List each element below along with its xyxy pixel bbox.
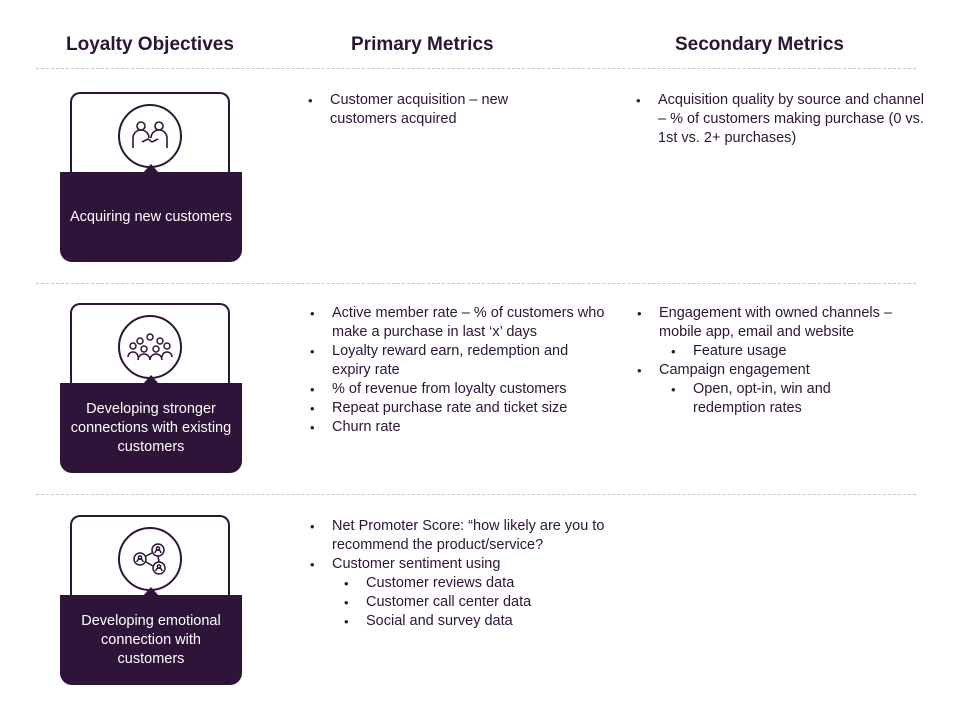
- metric-item: Active member rate – % of customers who …: [310, 304, 610, 342]
- secondary-metrics-list: Engagement with owned channels – mobile …: [637, 304, 937, 418]
- header-primary-metrics: Primary Metrics: [351, 34, 494, 55]
- metric-item: Customer acquisition – new customers acq…: [308, 91, 513, 129]
- customer-group-icon: [127, 332, 173, 362]
- objective-card-acquiring: Acquiring new customers: [60, 92, 242, 262]
- metric-subitem: Social and survey data: [310, 612, 630, 631]
- metric-subitem: Customer reviews data: [310, 574, 630, 593]
- header-loyalty-objectives: Loyalty Objectives: [66, 34, 234, 55]
- metric-subitem: Feature usage: [637, 342, 937, 361]
- primary-metrics-list: Customer acquisition – new customers acq…: [308, 91, 513, 129]
- handshake-icon: [130, 120, 170, 152]
- objective-label: Developing emotional connection with cus…: [60, 595, 242, 685]
- metric-item: Repeat purchase rate and ticket size: [310, 399, 610, 418]
- objective-label: Developing stronger connections with exi…: [60, 383, 242, 473]
- primary-metrics-list: Net Promoter Score: “how likely are you …: [310, 517, 630, 631]
- primary-metrics-list: Active member rate – % of customers who …: [310, 304, 610, 437]
- metric-item: % of revenue from loyalty customers: [310, 380, 610, 399]
- header-secondary-metrics: Secondary Metrics: [675, 34, 844, 55]
- metric-item: Engagement with owned channels – mobile …: [637, 304, 937, 342]
- metric-item: Churn rate: [310, 418, 610, 437]
- metric-item: Campaign engagement: [637, 361, 937, 380]
- metric-item: Acquisition quality by source and channe…: [636, 91, 926, 148]
- metric-subitem: Customer call center data: [310, 593, 630, 612]
- metric-item: Customer sentiment using: [310, 555, 630, 574]
- objective-card-emotional: Developing emotional connection with cus…: [60, 515, 242, 685]
- divider-middle: [36, 283, 916, 284]
- divider-top: [36, 68, 916, 69]
- metric-item: Loyalty reward earn, redemption and expi…: [310, 342, 610, 380]
- secondary-metrics-list: Acquisition quality by source and channe…: [636, 91, 926, 148]
- metric-item: Net Promoter Score: “how likely are you …: [310, 517, 630, 555]
- objective-label: Acquiring new customers: [60, 172, 242, 262]
- metric-subitem: Open, opt-in, win and redemption rates: [637, 380, 863, 418]
- objective-card-connections: Developing stronger connections with exi…: [60, 303, 242, 473]
- connected-people-icon: [130, 543, 170, 575]
- divider-bottom: [36, 494, 916, 495]
